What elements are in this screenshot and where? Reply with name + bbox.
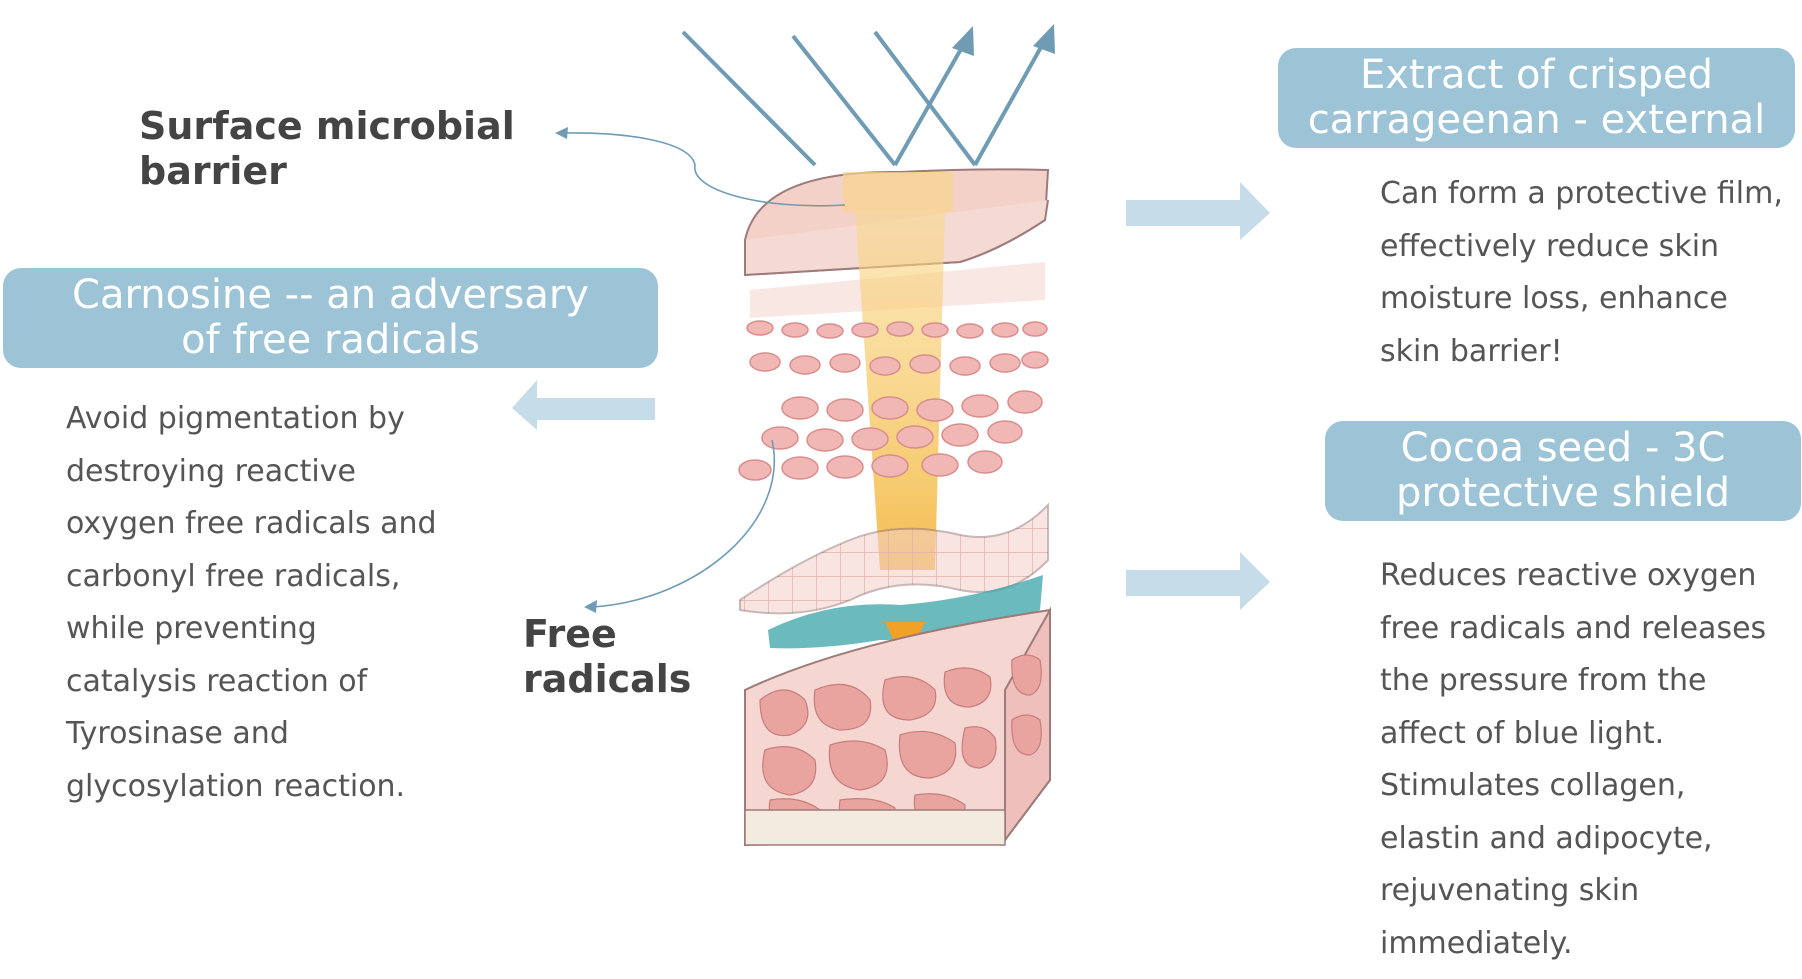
cocoa-seed-description-line: elastin and adipocyte, [1380,820,1713,856]
carrageenan-banner: Extract of crisped carrageenan - externa… [1278,48,1795,148]
free-radicals-pointer-head [584,600,597,613]
right-top-block-arrow [1126,182,1270,240]
cocoa-seed-description-line: rejuvenating skin [1380,873,1640,908]
penetration-beam [855,210,945,570]
carnosine-description-line: Tyrosinase and [66,716,289,751]
light-rays [681,30,1047,167]
carrageenan-description-line: moisture loss, enhance [1380,281,1728,316]
cocoa-seed-description-line: the pressure from the [1380,663,1707,698]
cocoa-seed-banner: Cocoa seed - 3C protective shield [1325,421,1801,521]
grid-layer [739,502,1049,615]
cocoa-seed-banner-line: Cocoa seed - 3C [1400,425,1726,471]
base-layer [744,809,1006,846]
dermis-block [744,606,1051,847]
carrageenan-description-line: Can form a protective film, [1380,176,1783,211]
carnosine-description-line: glycosylation reaction. [66,768,406,804]
carnosine-description-line: Avoid pigmentation by [66,401,405,436]
cocoa-seed-description: Reduces reactive oxygen free radicals an… [1380,550,1766,970]
carnosine-description-line: destroying reactive [66,453,356,489]
cocoa-seed-description-line: immediately. [1380,925,1573,961]
carrageenan-banner-line: carrageenan - external [1307,97,1766,143]
right-bottom-block-arrow [1126,552,1270,610]
incoming-ray-2 [791,34,897,167]
cocoa-seed-description-line: affect of blue light. [1380,715,1665,751]
reflected-ray-2-head [1033,24,1055,54]
carnosine-banner-line: of free radicals [181,317,480,363]
carrageenan-banner-line: Extract of crisped [1359,52,1714,98]
carnosine-banner: Carnosine -- an adversary of free radica… [3,268,658,368]
free-radicals-label-line: radicals [523,657,692,701]
carrageenan-description-line: effectively reduce skin [1380,228,1720,264]
cocoa-seed-description-line: Reduces reactive oxygen [1380,558,1757,593]
cell-layers [738,320,1049,481]
cocoa-seed-description-line: free radicals and releases [1380,610,1767,646]
left-block-arrow [512,380,655,430]
incoming-ray-3 [873,30,977,167]
surface-barrier-label-line: Surface microbial [139,104,515,148]
surface-pointer-head [555,127,568,139]
barrier-highlight [843,172,953,212]
teal-band [768,575,1043,649]
surface-pointer-line [564,132,846,207]
reflected-ray-2 [973,39,1047,166]
incoming-ray-1 [681,30,817,167]
surface-barrier-label: Surface microbial barrier [139,104,515,194]
carnosine-description-line: carbonyl free radicals, [66,558,401,594]
carnosine-description-line: oxygen free radicals and [66,506,437,541]
carnosine-description-line: while preventing [66,611,317,646]
free-radicals-label: Free radicals [523,612,691,702]
free-radicals-pointer-line [591,439,775,608]
reflected-ray-1-head [952,26,974,56]
reflected-ray-1 [893,41,967,166]
carnosine-banner-line: Carnosine -- an adversary [72,272,589,318]
surface-barrier-label-line: barrier [139,149,287,193]
carnosine-description-line: catalysis reaction of [66,663,368,699]
carrageenan-description-line: skin barrier! [1380,333,1563,369]
free-radicals-label-line: Free [523,612,617,656]
carnosine-description: Avoid pigmentation by destroying reactiv… [66,393,437,813]
cocoa-seed-description-line: Stimulates collagen, [1380,768,1686,803]
cocoa-seed-banner-line: protective shield [1396,470,1730,516]
carrageenan-description: Can form a protective film, effectively … [1380,168,1783,378]
